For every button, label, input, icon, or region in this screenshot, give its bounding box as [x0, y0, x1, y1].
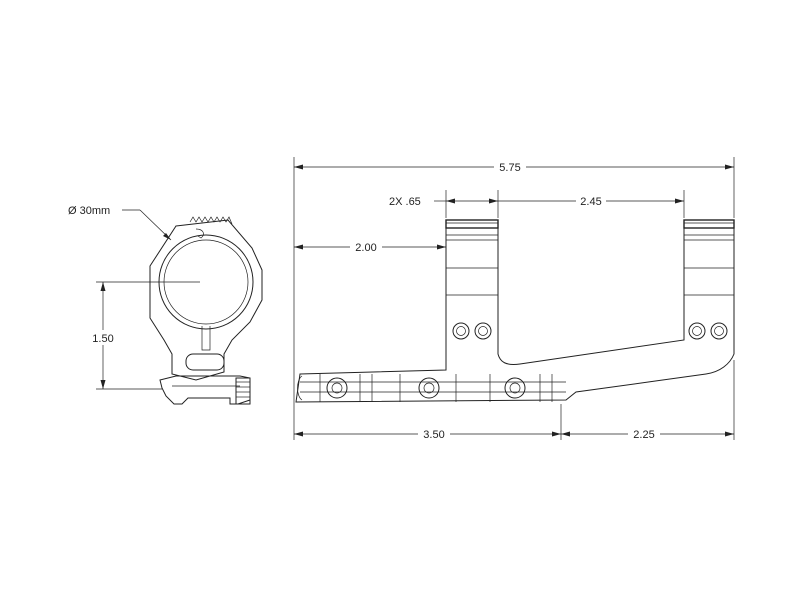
- rear-ring-cap: [683, 219, 735, 229]
- screw-head: [331, 382, 343, 394]
- arrow-icon: [675, 198, 684, 204]
- arrow-icon: [100, 282, 106, 291]
- label-mask: [350, 240, 382, 254]
- front-view: 5.75 2X .65 2.45 2.00 3.50 2.25: [293, 157, 735, 441]
- arrow-icon: [437, 244, 446, 250]
- base-length-label: 3.50: [423, 429, 444, 441]
- side-view: 1.50 Ø 30mm: [68, 205, 263, 405]
- ring-screws: [452, 322, 728, 340]
- rail-base: [159, 375, 251, 405]
- ring-outer-body: [149, 219, 263, 381]
- arrow-icon: [561, 431, 570, 437]
- ring-clamp-teeth: [189, 216, 233, 225]
- clamp-knob: [235, 377, 251, 405]
- label-mask: [418, 427, 450, 441]
- arrow-icon: [725, 164, 734, 170]
- cantilever-label: 2.25: [633, 429, 654, 441]
- arrow-icon: [294, 431, 303, 437]
- arrow-icon: [100, 380, 106, 389]
- ring-stem: [201, 326, 211, 351]
- ring-offset-label: 2.00: [355, 242, 376, 254]
- label-mask: [88, 330, 120, 345]
- base-screws: [326, 377, 526, 399]
- screw-icon: [504, 377, 526, 399]
- arrow-icon: [163, 233, 171, 240]
- screw-icon: [710, 322, 728, 340]
- arrow-icon: [446, 198, 455, 204]
- label-mask: [494, 160, 526, 174]
- arrow-icon: [725, 431, 734, 437]
- ring-diameter-label: Ø 30mm: [68, 205, 110, 217]
- screw-head: [692, 326, 702, 336]
- screw-head: [423, 382, 435, 394]
- screw-icon: [326, 377, 348, 399]
- screw-icon: [418, 377, 440, 399]
- screw-icon: [452, 322, 470, 340]
- ring-split: [195, 228, 204, 239]
- screw-head: [509, 382, 521, 394]
- ring-width-label: 2X .65: [389, 196, 421, 208]
- arrow-icon: [294, 164, 303, 170]
- label-mask: [576, 194, 606, 208]
- screw-head: [478, 326, 488, 336]
- overall-length-label: 5.75: [499, 162, 520, 174]
- label-mask: [628, 427, 660, 441]
- screw-icon: [474, 322, 492, 340]
- arrow-icon: [489, 198, 498, 204]
- screw-head: [714, 326, 724, 336]
- ring-spacing-label: 2.45: [580, 196, 601, 208]
- screw-head: [456, 326, 466, 336]
- arrow-icon: [552, 431, 561, 437]
- rail-end: [297, 375, 303, 401]
- cross-bolt: [185, 353, 225, 371]
- arrow-icon: [294, 244, 303, 250]
- front-ring-cap: [445, 219, 499, 229]
- screw-icon: [688, 322, 706, 340]
- ring-height-label: 1.50: [92, 333, 113, 345]
